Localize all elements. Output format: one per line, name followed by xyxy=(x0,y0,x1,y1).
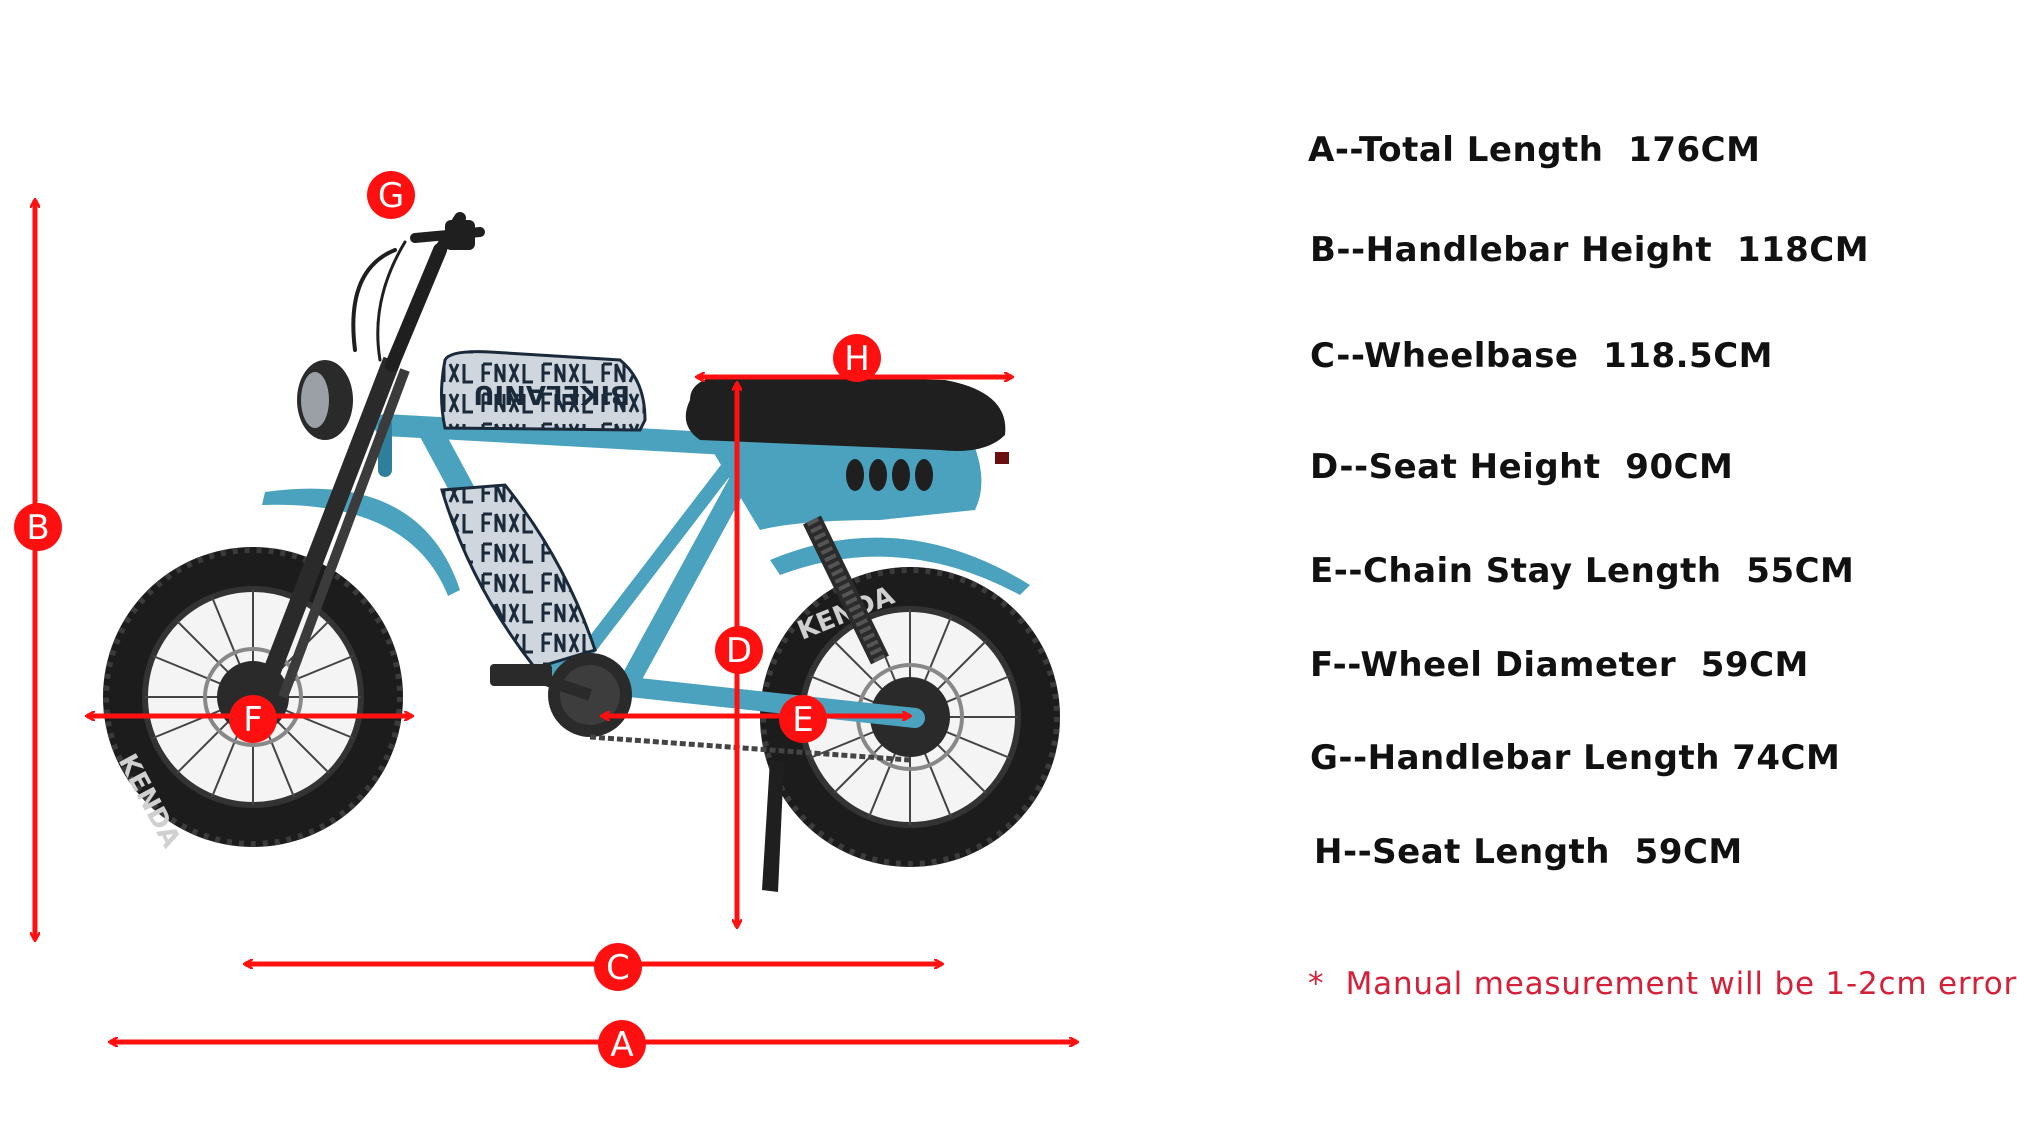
bike-illustration: KENDA KENDA xyxy=(103,212,1060,892)
rear-cowl xyxy=(700,430,982,530)
marker-e-label: E xyxy=(792,700,813,740)
battery-top: BIKELANIU xyxy=(440,350,647,432)
seat xyxy=(685,374,1006,451)
rear-shock xyxy=(803,515,889,665)
cowl-vents xyxy=(846,459,933,491)
marker-f: F xyxy=(229,695,277,743)
marker-f-label: F xyxy=(243,700,263,740)
spec-seat-length: H--Seat Length 59CM xyxy=(1314,832,1743,872)
front-fender xyxy=(262,488,460,596)
tail-light xyxy=(995,452,1009,464)
battery-top-print: BIKELANIU xyxy=(473,379,630,409)
marker-b-label: B xyxy=(26,508,49,548)
spec-wheel-diameter: F--Wheel Diameter 59CM xyxy=(1310,645,1809,685)
spec-list: A--Total Length 176CM B--Handlebar Heigh… xyxy=(1300,0,2016,1125)
spec-wheelbase: C--Wheelbase 118.5CM xyxy=(1310,336,1773,376)
marker-g-label: G xyxy=(378,176,404,216)
battery-down xyxy=(440,483,597,670)
handlebar xyxy=(351,212,485,372)
measurement-note: * Manual measurement will be 1-2cm error xyxy=(1308,966,2017,1002)
spec-handlebar-height: B--Handlebar Height 118CM xyxy=(1310,230,1870,270)
headlight xyxy=(297,360,353,440)
spec-chain-stay-length: E--Chain Stay Length 55CM xyxy=(1310,551,1855,591)
marker-c: C xyxy=(594,943,642,991)
marker-h: H xyxy=(833,334,881,382)
front-fork xyxy=(253,356,410,701)
marker-b: B xyxy=(14,503,62,551)
kickstand xyxy=(762,760,784,892)
spec-seat-height: D--Seat Height 90CM xyxy=(1310,447,1734,487)
marker-g: G xyxy=(367,171,415,219)
marker-d: D xyxy=(715,626,763,674)
marker-a: A xyxy=(598,1020,646,1068)
marker-d-label: D xyxy=(726,631,752,671)
marker-c-label: C xyxy=(606,948,630,988)
spec-handlebar-length: G--Handlebar Length 74CM xyxy=(1310,738,1841,778)
marker-e: E xyxy=(779,695,827,743)
spec-total-length: A--Total Length 176CM xyxy=(1308,130,1761,170)
marker-h-label: H xyxy=(844,339,870,379)
marker-a-label: A xyxy=(610,1025,633,1065)
